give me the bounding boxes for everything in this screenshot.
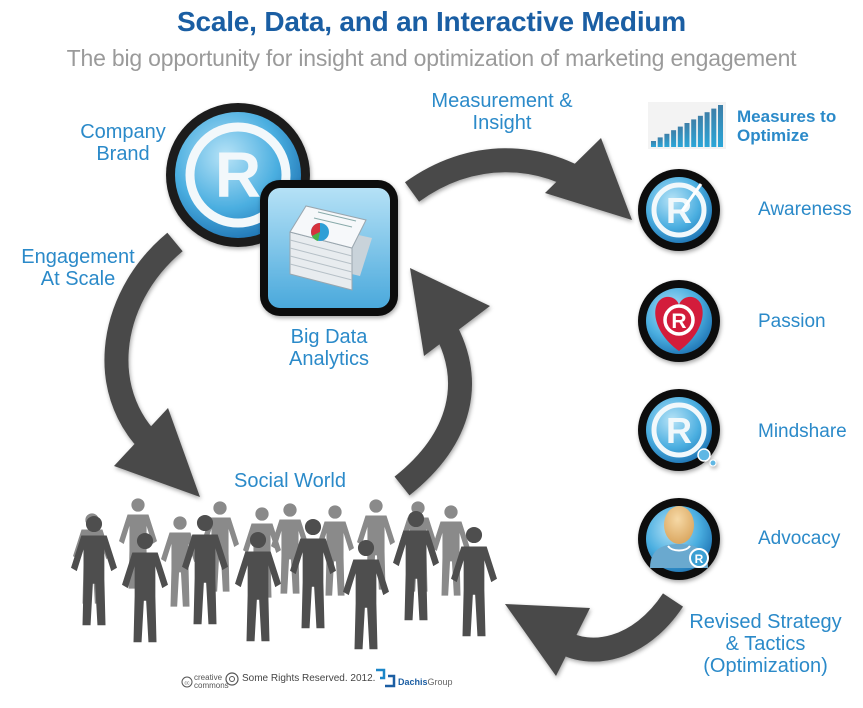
measure-mindshare-label: Mindshare xyxy=(758,421,847,442)
person-figure xyxy=(271,503,309,594)
report-stack-icon xyxy=(289,205,372,291)
person-figure xyxy=(393,510,439,621)
passion-icon: R xyxy=(638,280,720,362)
social-world-crowd xyxy=(71,498,497,650)
company-brand-label-line1: Company xyxy=(80,121,166,143)
measurement-label-line2: Insight xyxy=(472,112,532,134)
person-figure xyxy=(343,539,389,650)
engagement-at-scale-label: Engagement At Scale xyxy=(8,246,148,290)
svg-text:R: R xyxy=(666,410,692,451)
person-figure xyxy=(119,498,157,589)
creative-commons-logo: cc xyxy=(181,676,193,688)
measurement-label-line1: Measurement & xyxy=(431,90,573,112)
bar-icon-segment xyxy=(651,141,656,147)
dachis-group-text: DachisGroup xyxy=(398,677,453,687)
rights-text: Some Rights Reserved. 2012. xyxy=(242,673,376,684)
dachis-group-logo-mark xyxy=(376,668,396,688)
person-figure xyxy=(182,514,228,625)
measure-passion-label: Passion xyxy=(758,311,826,332)
measures-bar-chart-icon xyxy=(648,102,726,149)
bar-icon-segment xyxy=(664,133,670,147)
svg-text:cc: cc xyxy=(185,681,191,687)
revised-strategy-line3: (Optimization) xyxy=(703,655,828,677)
svg-text:R: R xyxy=(671,310,686,333)
svg-text:R: R xyxy=(215,139,261,211)
bar-icon-segment xyxy=(711,108,717,147)
measures-heading-line1: Measures to xyxy=(737,107,837,126)
bar-icon-segment xyxy=(657,137,663,147)
page-title: Scale, Data, and an Interactive Medium xyxy=(176,6,687,37)
bar-icon-segment xyxy=(691,119,697,147)
dachis-light: Group xyxy=(427,677,453,687)
big-data-label-line2: Analytics xyxy=(288,348,370,370)
person-figure xyxy=(161,516,199,607)
svg-text:R: R xyxy=(695,552,704,566)
revised-strategy-line2: & Tactics xyxy=(725,633,806,655)
bar-icon-segment xyxy=(704,112,710,147)
svg-text:R: R xyxy=(666,190,692,231)
person-figure xyxy=(451,526,497,637)
arrow-feedback xyxy=(394,268,490,496)
measure-awareness-label: Awareness xyxy=(758,199,852,220)
engagement-label-line2: At Scale xyxy=(40,268,116,290)
advocacy-icon: R xyxy=(638,498,720,580)
big-data-analytics-icon xyxy=(260,180,398,316)
bar-icon-segment xyxy=(671,130,677,147)
person-figure xyxy=(432,505,470,596)
revised-strategy-line1: Revised Strategy xyxy=(689,611,842,633)
bar-icon-segment xyxy=(697,115,703,147)
measure-advocacy-label: Advocacy xyxy=(758,528,841,549)
company-brand-label-line2: Brand xyxy=(96,143,150,165)
measurement-insight-label: Measurement & Insight xyxy=(412,90,592,134)
dachis-bold: Dachis xyxy=(398,677,428,687)
measures-heading-line2: Optimize xyxy=(737,126,809,145)
bar-icon-segment xyxy=(677,126,683,147)
arrow-engagement xyxy=(104,232,200,497)
bar-icon-segment xyxy=(684,123,690,147)
big-data-analytics-label: Big Data Analytics xyxy=(264,326,394,370)
social-world-label: Social World xyxy=(234,470,346,492)
page-subtitle: The big opportunity for insight and opti… xyxy=(66,45,797,71)
person-figure xyxy=(71,515,117,626)
engagement-label-line1: Engagement xyxy=(21,246,135,268)
arrow-optimization xyxy=(505,593,684,676)
big-data-label-line1: Big Data xyxy=(290,326,368,348)
arrow-measurement xyxy=(404,138,632,220)
cc-line1: creative xyxy=(194,673,223,682)
awareness-icon: R xyxy=(638,169,720,251)
person-figure xyxy=(122,532,168,643)
attribution-icon xyxy=(225,672,239,686)
cc-line2: commons xyxy=(194,681,229,690)
person-figure xyxy=(316,505,354,596)
person-figure xyxy=(290,518,336,629)
revised-strategy-label: Revised Strategy & Tactics (Optimization… xyxy=(668,611,863,677)
person-figure xyxy=(235,531,281,642)
bar-icon-segment xyxy=(718,105,723,147)
measures-heading: Measures to Optimize xyxy=(737,107,836,145)
company-brand-label: Company Brand xyxy=(68,121,178,165)
creative-commons-text: creative commons xyxy=(194,674,229,690)
person-figure xyxy=(357,499,395,590)
mindshare-icon: R xyxy=(638,389,720,471)
